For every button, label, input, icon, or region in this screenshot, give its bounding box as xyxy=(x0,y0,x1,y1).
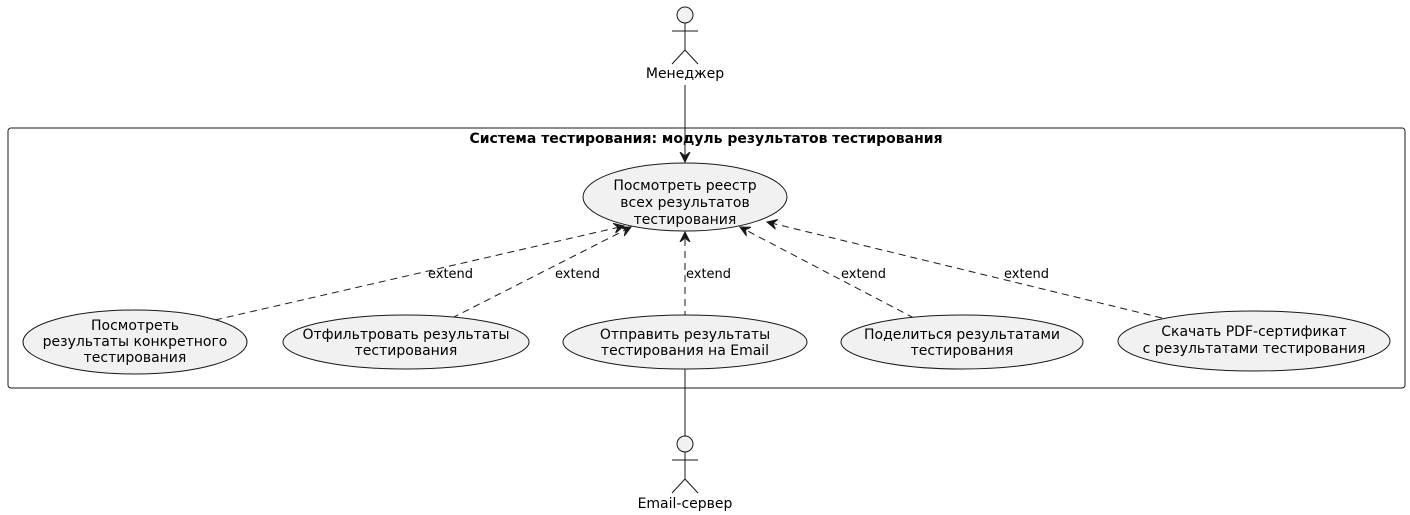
use-case-share-line-2: тестирования xyxy=(911,343,1014,359)
use-case-email-line-2: тестирования на Email xyxy=(601,343,769,359)
relations: extend extend extend extend extend xyxy=(214,85,1163,436)
stick-figure-actor-icon xyxy=(671,435,699,494)
extend-label-specific: extend xyxy=(428,267,473,282)
extend-label-pdf: extend xyxy=(1004,267,1049,282)
actor-manager: Менеджер xyxy=(646,6,724,82)
use-case-specific-line-1: Посмотреть xyxy=(91,318,179,334)
extend-pdf-registry xyxy=(767,222,1163,319)
use-case-email-line-1: Отправить результаты xyxy=(600,327,770,343)
use-case-registry-line-3: тестирования xyxy=(634,212,737,228)
extend-label-filter: extend xyxy=(555,267,600,282)
extend-share-registry xyxy=(740,227,915,319)
system-boundary: Система тестирования: модуль результатов… xyxy=(7,127,1406,389)
extend-label-email: extend xyxy=(686,267,731,282)
use-case-pdf: Скачать PDF-сертификат с результатами те… xyxy=(1117,310,1391,372)
system-title: Система тестирования: модуль результатов… xyxy=(469,131,942,147)
stick-figure-actor-icon xyxy=(671,6,699,65)
use-case-registry-line-2: всех результатов xyxy=(620,195,749,211)
use-case-specific-line-2: результаты конкретного xyxy=(43,334,228,350)
actor-email-server-label: Email-сервер xyxy=(638,496,733,512)
use-case-share: Поделиться результатами тестирования xyxy=(840,314,1084,370)
use-case-filter-line-1: Отфильтровать результаты xyxy=(302,327,509,343)
use-case-registry: Посмотреть реестр всех результатов тести… xyxy=(582,162,788,232)
use-case-pdf-line-1: Скачать PDF-сертификат xyxy=(1161,324,1347,340)
use-case-email: Отправить результаты тестирования на Ema… xyxy=(562,314,808,370)
use-case-pdf-line-2: с результатами тестирования xyxy=(1143,341,1366,357)
extend-filter-registry xyxy=(451,227,631,319)
use-case-registry-line-1: Посмотреть реестр xyxy=(613,178,756,194)
use-case-share-line-1: Поделиться результатами xyxy=(864,327,1060,343)
use-case-specific-line-3: тестирования xyxy=(84,350,187,366)
use-case-specific: Посмотреть результаты конкретного тестир… xyxy=(22,309,248,375)
actor-manager-label: Менеджер xyxy=(646,66,724,82)
use-case-filter-line-2: тестирования xyxy=(355,343,458,359)
extend-label-share: extend xyxy=(841,267,886,282)
extend-specific-registry xyxy=(214,226,624,321)
use-case-filter: Отфильтровать результаты тестирования xyxy=(282,314,530,370)
actor-email-server: Email-сервер xyxy=(638,435,733,512)
